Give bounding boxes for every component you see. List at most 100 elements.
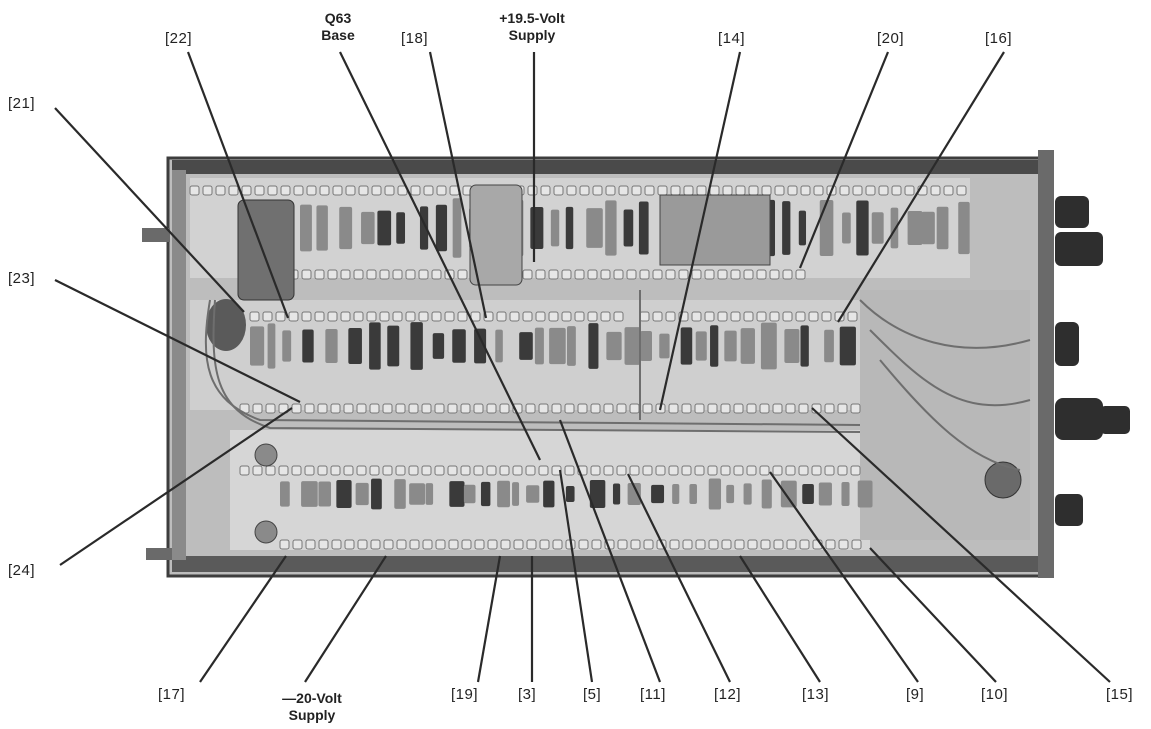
- terminal-pad: [410, 185, 421, 196]
- terminal-pad: [499, 403, 510, 414]
- terminal-pad: [613, 311, 624, 322]
- component: [588, 323, 599, 369]
- terminal-pad: [509, 311, 520, 322]
- terminal-pad: [332, 185, 343, 196]
- q63-base-label: Q63 Base: [310, 10, 366, 44]
- component: [369, 322, 381, 370]
- component: [409, 483, 426, 505]
- terminal-pad: [696, 185, 707, 196]
- terminal-pad: [798, 465, 809, 476]
- terminal-pad: [330, 403, 341, 414]
- terminal-pad: [587, 311, 598, 322]
- terminal-pad: [422, 539, 433, 550]
- terminal-pad: [878, 185, 889, 196]
- terminal-pad: [499, 465, 510, 476]
- leader-line: [186, 51, 290, 319]
- terminal-pad: [327, 269, 338, 280]
- terminal-pad: [721, 539, 732, 550]
- component: [282, 330, 292, 362]
- component: [387, 325, 400, 367]
- terminal-pad: [825, 539, 836, 550]
- terminal-pad: [525, 403, 536, 414]
- transformer: [659, 194, 771, 266]
- mount-screw-2: [254, 520, 278, 544]
- component: [740, 328, 755, 364]
- chassis-bottom-rail: [172, 556, 1048, 572]
- component: [710, 325, 719, 367]
- leader-line: [54, 279, 301, 403]
- terminal-pad: [522, 311, 533, 322]
- terminal-pad: [395, 465, 406, 476]
- component: [921, 211, 935, 245]
- mount-screw-1: [254, 443, 278, 467]
- component: [627, 483, 641, 505]
- electrolytic-capacitor: [469, 184, 523, 286]
- terminal-pad: [314, 269, 325, 280]
- mount-tab-bottom: [146, 548, 172, 560]
- callout-16: [16]: [985, 30, 1013, 47]
- terminal-pad: [551, 403, 562, 414]
- component: [480, 481, 491, 507]
- component: [726, 484, 735, 504]
- terminal-pad: [655, 465, 666, 476]
- terminal-pad: [799, 539, 810, 550]
- component: [396, 212, 406, 244]
- terminal-pad: [694, 403, 705, 414]
- terminal-pad: [756, 269, 767, 280]
- terminal-pad: [847, 311, 858, 322]
- terminal-pad: [343, 465, 354, 476]
- component: [819, 199, 834, 257]
- terminal-pad: [616, 403, 627, 414]
- terminal-pad: [717, 269, 728, 280]
- terminal-pad: [293, 185, 304, 196]
- leader-line: [54, 107, 245, 313]
- terminal-pad: [267, 185, 278, 196]
- chassis-top-rail: [172, 160, 1048, 174]
- chassis-left-wall: [172, 170, 186, 560]
- terminal-pad: [461, 539, 472, 550]
- terminal-pad: [356, 403, 367, 414]
- terminal-pad: [613, 269, 624, 280]
- terminal-pad: [288, 311, 299, 322]
- terminal-pad: [331, 539, 342, 550]
- component: [624, 327, 641, 365]
- component: [530, 206, 544, 250]
- terminal-pad: [665, 311, 676, 322]
- terminal-pad: [691, 311, 702, 322]
- terminal-pad: [356, 465, 367, 476]
- terminal-pad: [252, 465, 263, 476]
- component: [318, 481, 332, 507]
- callout-19: [19]: [451, 686, 479, 703]
- component: [325, 328, 338, 364]
- terminal-pad: [254, 185, 265, 196]
- component: [565, 206, 574, 250]
- component: [452, 329, 466, 363]
- wire-harness: [204, 290, 1031, 471]
- component: [640, 330, 653, 362]
- terminal-pad: [317, 403, 328, 414]
- callout-3: [3]: [518, 686, 537, 703]
- terminal-pad: [587, 269, 598, 280]
- terminal-pad: [642, 403, 653, 414]
- terminal-pad: [379, 269, 390, 280]
- terminal-pad: [657, 185, 668, 196]
- component: [798, 210, 807, 246]
- terminal-pad: [436, 185, 447, 196]
- terminal-pad: [578, 539, 589, 550]
- component: [394, 479, 406, 509]
- component: [361, 211, 375, 245]
- terminal-pad: [202, 185, 213, 196]
- component: [280, 481, 290, 507]
- terminal-pad: [772, 465, 783, 476]
- terminal-pad: [474, 539, 485, 550]
- terminal-pad: [280, 185, 291, 196]
- leader-line: [811, 407, 1111, 683]
- terminal-pad: [850, 465, 861, 476]
- component: [672, 484, 680, 504]
- terminal-pad: [691, 269, 702, 280]
- component: [612, 483, 621, 505]
- leader-line: [558, 469, 594, 683]
- terminal-pad: [371, 185, 382, 196]
- terminal-pad: [384, 185, 395, 196]
- q63-label-line1: Q63: [324, 10, 352, 26]
